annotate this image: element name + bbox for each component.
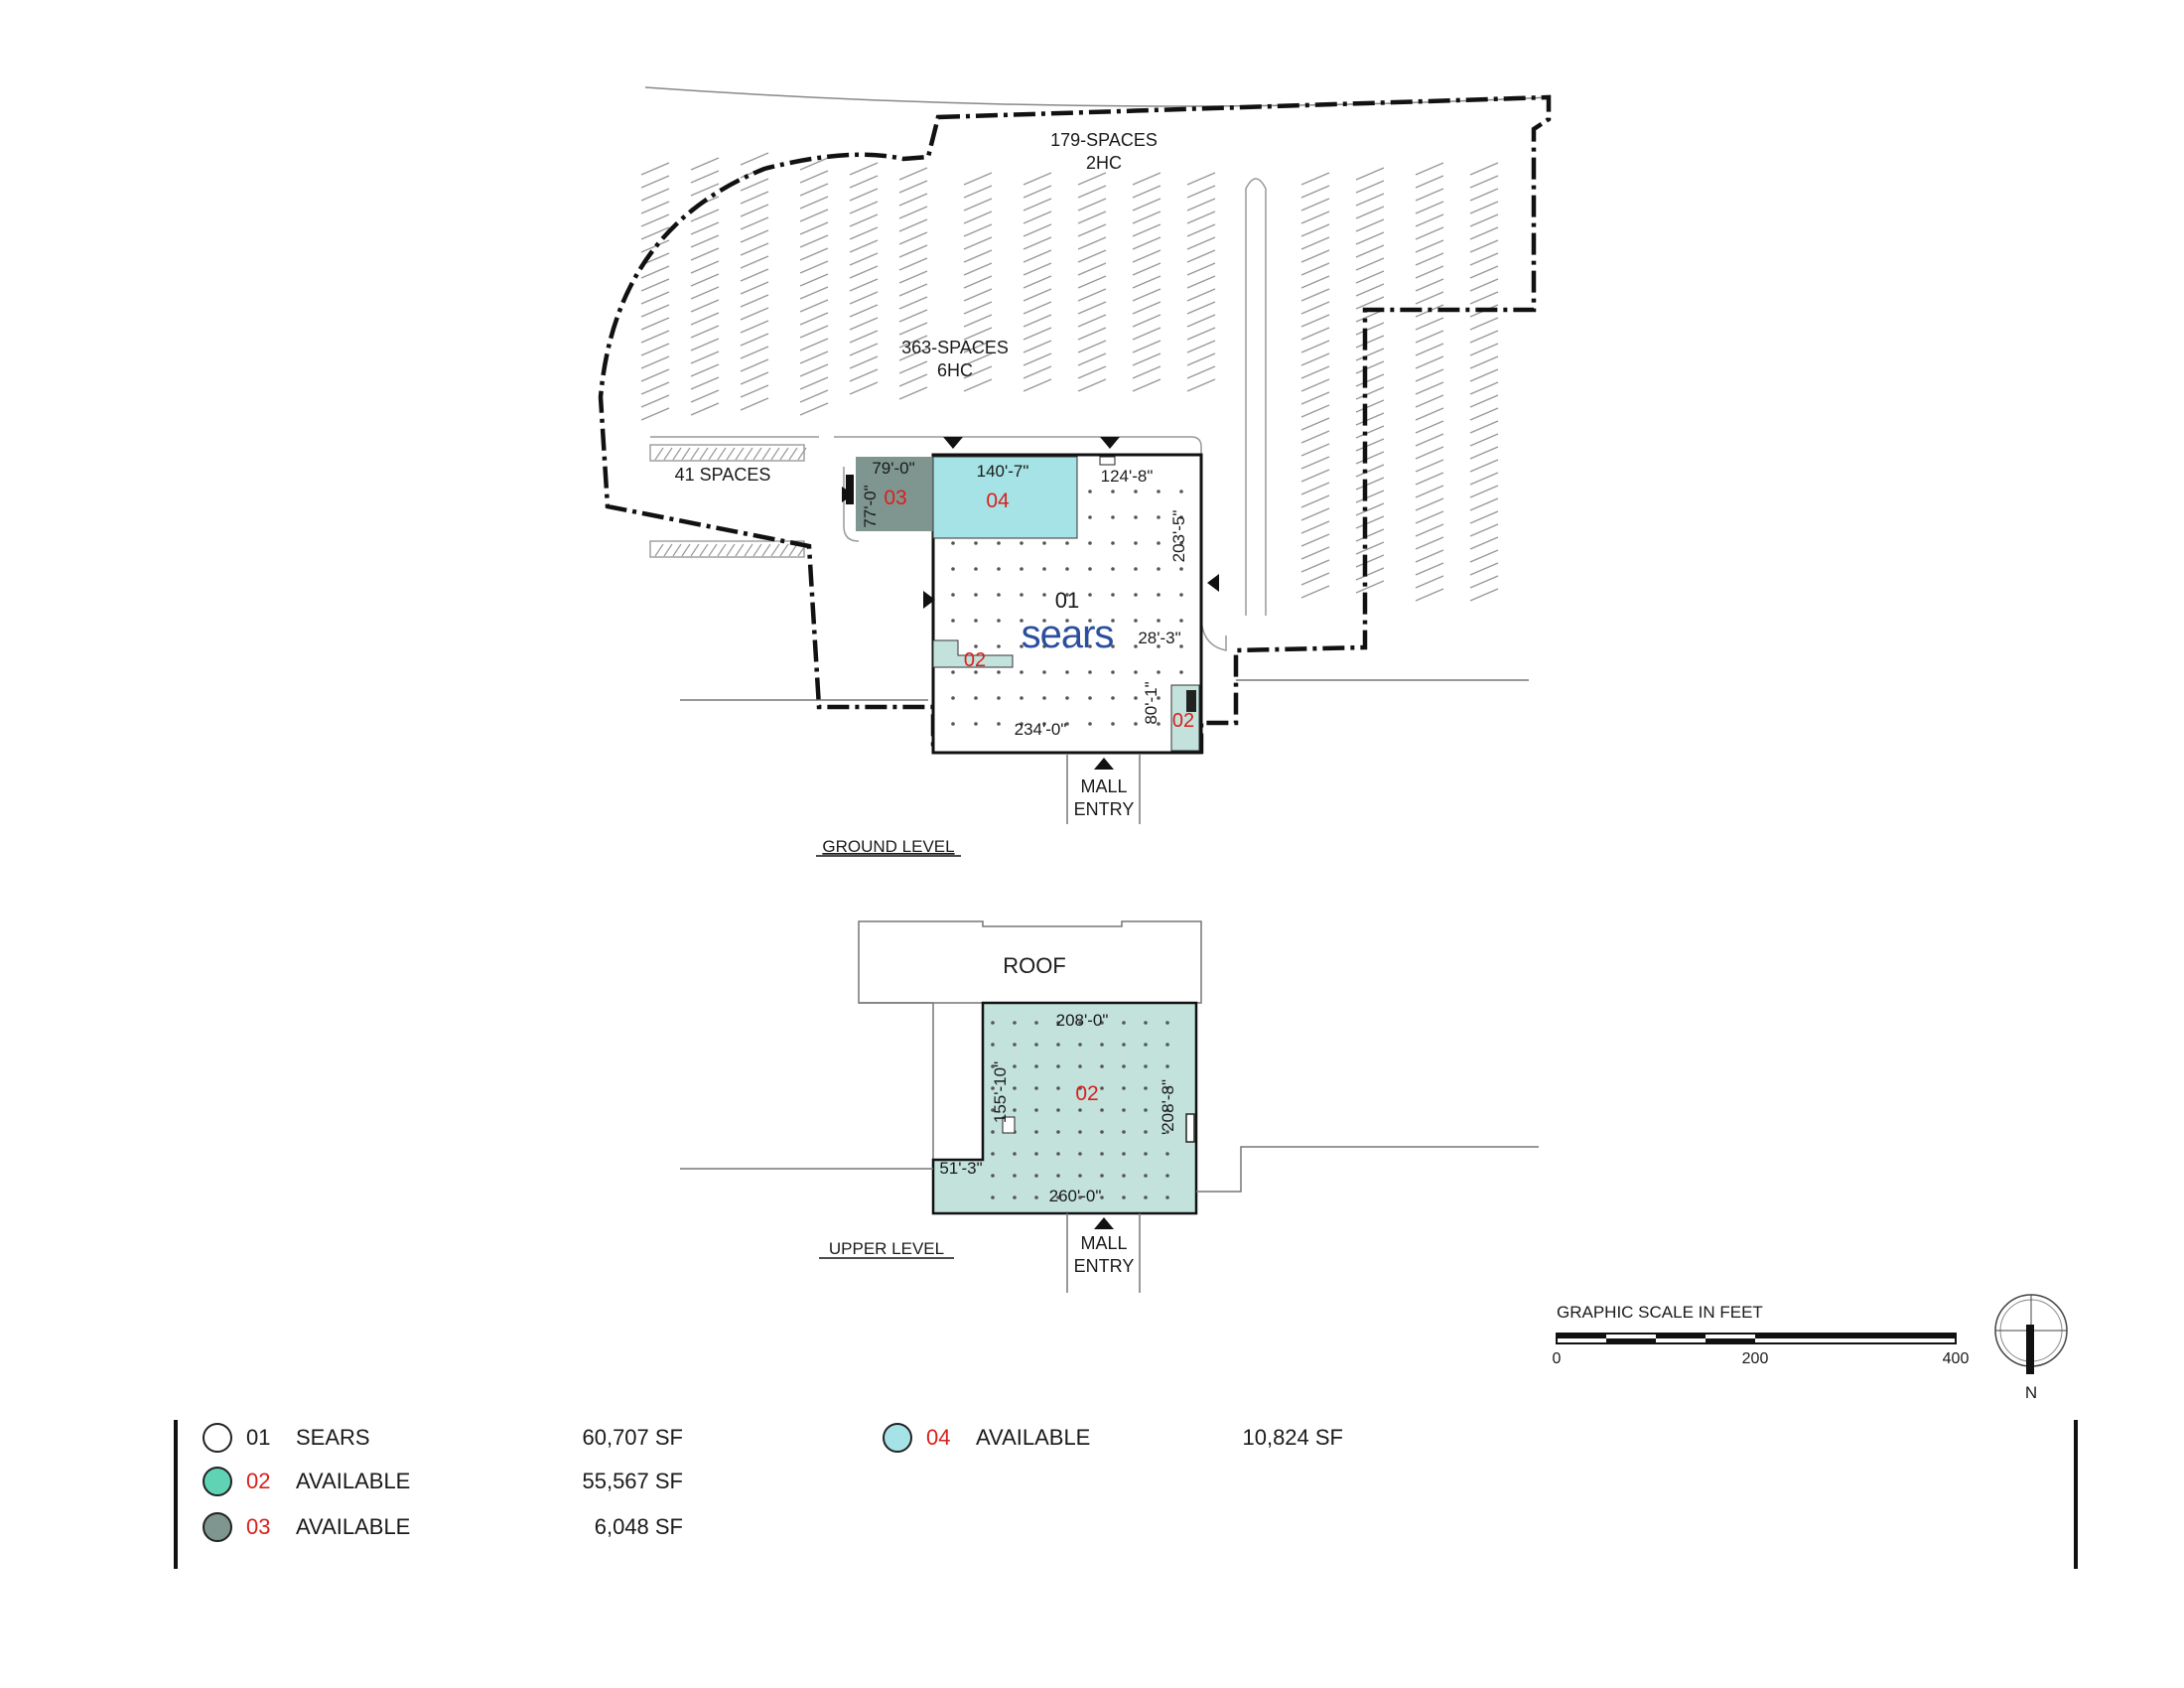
dim-124: 124'-8" [1101, 467, 1154, 486]
dim-260: 260'-0" [1049, 1187, 1102, 1205]
parking-stalls [640, 152, 1499, 602]
upper-mall-entry-line1: MALL [1080, 1233, 1127, 1253]
scale-tick-200: 200 [1742, 1350, 1769, 1367]
main-lot-count: 363-SPACES [901, 338, 1009, 357]
legend-area-01: 60,707 SF [582, 1425, 683, 1450]
legend: 01 SEARS 60,707 SF 02 AVAILABLE 55,567 S… [174, 1420, 2078, 1569]
legend-row-03: 03 AVAILABLE 6,048 SF [203, 1509, 683, 1545]
dim-155: 155'-10" [991, 1061, 1010, 1123]
legend-name-01: SEARS [296, 1425, 370, 1450]
legend-swatch-01 [203, 1423, 232, 1453]
legend-num-01: 01 [246, 1425, 271, 1450]
legend-num-02: 02 [246, 1469, 271, 1493]
unit-02-upper [931, 1001, 1198, 1215]
unit-01-label: 01 [1055, 588, 1079, 613]
legend-row-04: 04 AVAILABLE 10,824 SF [883, 1420, 1343, 1456]
site-boundary [598, 94, 1552, 755]
scale-tick-400: 400 [1943, 1350, 1970, 1367]
west-lot-stalls [654, 447, 807, 557]
dim-234: 234'-0" [1015, 720, 1067, 739]
north-lot-hc: 2HC [1086, 153, 1122, 173]
dim-208b: '208'-8" [1159, 1079, 1177, 1135]
roof-label: ROOF [1003, 953, 1066, 978]
dim-77: 77'-0" [861, 485, 880, 527]
legend-row-02: 02 AVAILABLE 55,567 SF [203, 1464, 683, 1499]
legend-row-01: 01 SEARS 60,707 SF [203, 1420, 683, 1456]
legend-num-03: 03 [246, 1514, 271, 1539]
dim-79: 79'-0" [872, 459, 914, 478]
north-label: N [2025, 1383, 2037, 1402]
upper-column-grid [991, 1021, 1169, 1199]
unit-02b-label: 02 [1172, 710, 1194, 732]
upper-level-title: UPPER LEVEL [829, 1239, 944, 1258]
unit-03 [856, 457, 933, 531]
legend-name-02: AVAILABLE [296, 1469, 411, 1493]
legend-area-03: 6,048 SF [594, 1514, 683, 1539]
scale-tick-0: 0 [1553, 1350, 1562, 1367]
dim-51: 51'-3" [939, 1159, 982, 1178]
unit-04-label: 04 [986, 490, 1010, 512]
unit-02-ground-a [932, 639, 1014, 668]
mall-entry-line1: MALL [1080, 776, 1127, 796]
ground-level-title: GROUND LEVEL [822, 837, 954, 856]
legend-name-03: AVAILABLE [296, 1514, 411, 1539]
dim-140: 140'-7" [977, 462, 1029, 481]
dim-203: 203'-5" [1169, 510, 1188, 563]
dim-208a: 208'-0" [1056, 1011, 1109, 1030]
west-lot-count: 41 SPACES [675, 465, 771, 485]
main-lot-hc: 6HC [937, 360, 973, 380]
legend-num-04: 04 [926, 1425, 951, 1450]
legend-area-04: 10,824 SF [1242, 1425, 1343, 1450]
unit-02-upper-label: 02 [1075, 1082, 1098, 1105]
unit-02a-label: 02 [964, 649, 986, 671]
legend-swatch-02 [203, 1467, 232, 1496]
legend-name-04: AVAILABLE [976, 1425, 1091, 1450]
legend-swatch-03 [203, 1512, 232, 1542]
north-arrow-icon [1994, 1294, 2068, 1374]
legend-swatch-04 [883, 1423, 912, 1453]
unit-03-label: 03 [884, 487, 906, 509]
mall-entry-line2: ENTRY [1074, 799, 1135, 819]
upper-mall-entry-line2: ENTRY [1074, 1256, 1135, 1276]
dim-28: 28'-3" [1138, 629, 1180, 647]
dim-80: 80'-1" [1142, 681, 1160, 724]
legend-area-02: 55,567 SF [582, 1469, 683, 1493]
scale-title: GRAPHIC SCALE IN FEET [1557, 1303, 1763, 1322]
unit-04 [932, 456, 1078, 539]
north-lot-count: 179-SPACES [1050, 130, 1158, 150]
sears-logo: sears [1022, 613, 1114, 656]
